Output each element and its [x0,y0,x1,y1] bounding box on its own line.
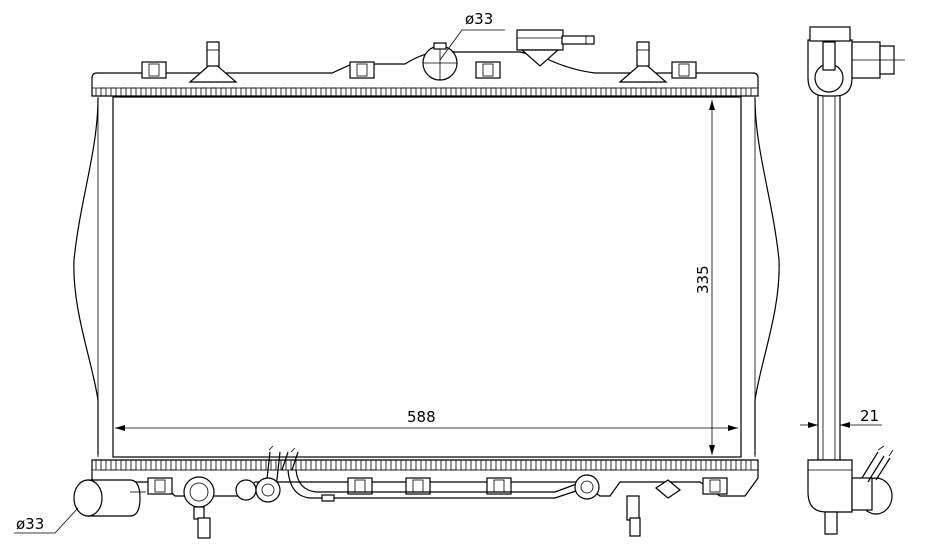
thickness-dimension-label: 21 [860,407,879,425]
top-tank-teeth [95,87,756,97]
top-mount-lug-4 [671,61,697,79]
oil-cooler-line [255,445,600,503]
height-dimension: 335 [694,100,715,455]
bottom-tank-teeth [95,459,756,471]
top-inlet-pipe [422,42,458,81]
width-dimension-label: 588 [407,408,436,426]
top-mount-pin-right [618,41,668,83]
drain-plug [183,476,215,539]
top-inlet-diameter-label: ø33 [465,10,493,28]
bottom-mount-lug-3 [405,477,431,495]
top-mount-lug-3 [475,61,501,79]
side-core [817,94,841,461]
side-top-tank [807,26,905,97]
radiator-core [112,96,742,458]
filler-cap [516,29,595,67]
front-view: 335 588 ø33 ø33 [14,10,780,539]
side-view: 21 [800,26,905,535]
left-side-bracket [73,97,99,455]
top-mount-pin-left [188,41,238,83]
height-dimension-label: 335 [694,265,712,294]
bottom-mount-lug-5 [702,477,728,495]
bottom-mount-lug-4 [486,477,512,495]
top-mount-lug-2 [349,61,375,79]
bottom-mount-lug-1 [147,477,173,495]
bottom-outlet-diameter-label: ø33 [16,515,44,533]
top-inlet-leader: ø33 [439,10,505,61]
thickness-dimension: 21 [800,407,882,428]
top-mount-lug-1 [141,61,167,79]
bottom-bracket-clip [654,479,682,499]
width-dimension: 588 [115,408,738,431]
sensor-fitting [235,479,257,501]
bottom-outlet-leader: ø33 [14,507,79,534]
right-side-bracket [754,97,780,455]
top-tank [91,50,759,97]
side-bottom-tank [807,445,894,535]
bottom-outlet-pipe [73,479,146,517]
bottom-mount-pin-center [626,495,641,537]
